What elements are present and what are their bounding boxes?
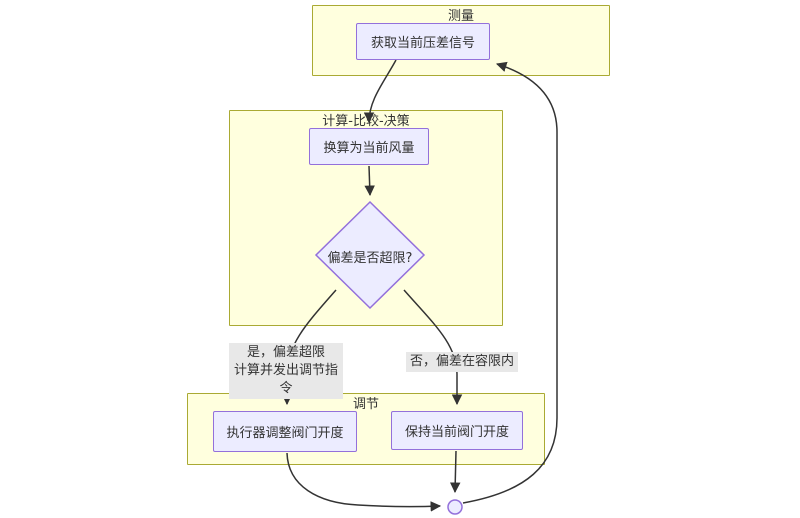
edge-label-yes: 是，偏差超限 计算并发出调节指令: [229, 343, 343, 399]
edge-actuator-to-junction: [286, 452, 442, 512]
node-decision-label: 偏差是否超限?: [327, 251, 413, 266]
group-adjust-title: 调节: [352, 397, 379, 412]
edge-junction-back-to-getsignal: [462, 61, 558, 504]
edge-label-no: 否，偏差在容限内: [406, 352, 518, 372]
edge-keep-to-junction: [449, 450, 461, 494]
node-decision-diamond: [314, 200, 426, 310]
edge-decision-no-to-keep: [403, 289, 463, 406]
edge-label-yes-line1: 是，偏差超限: [246, 345, 325, 360]
node-junction-circle: [447, 499, 463, 515]
edge-label-no-line1: 否，偏差在容限内: [409, 354, 514, 369]
edge-label-yes-line2: 计算并发出调节指令: [233, 363, 338, 396]
edge-getsignal-to-convert: [363, 59, 397, 124]
group-measure-title: 测量: [447, 9, 474, 24]
edge-convert-to-decision: [364, 165, 375, 197]
node-keep: 保持当前阀门开度: [391, 411, 523, 450]
node-convert: 换算为当前风量: [309, 128, 429, 165]
node-actuator: 执行器调整阀门开度: [213, 411, 357, 452]
node-get-signal: 获取当前压差信号: [356, 23, 490, 60]
